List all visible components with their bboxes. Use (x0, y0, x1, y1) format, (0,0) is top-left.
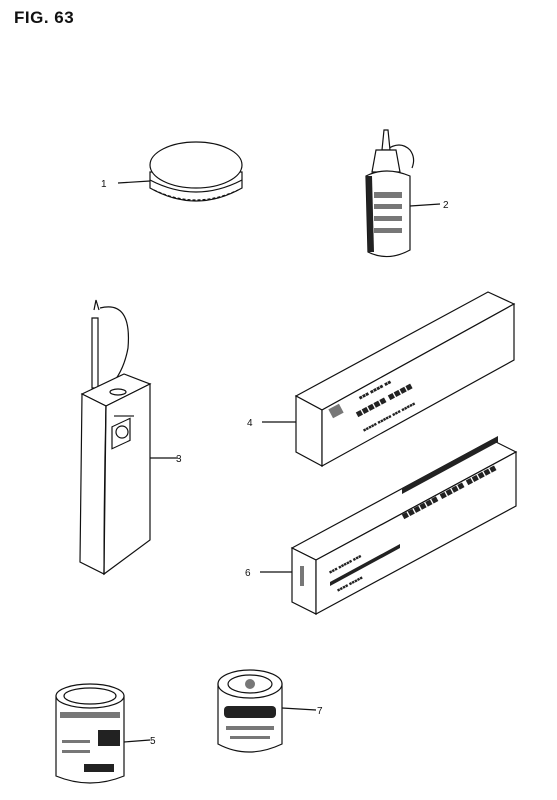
part-4-box[interactable]: ■■■ ■■■■ ■■ ■■■■■ ■■■■ ■■■■■ ■■■■■ ■■■ ■… (294, 291, 516, 468)
callout-5: 5 (150, 736, 156, 747)
leader-line-2 (409, 203, 441, 207)
leader-line-5 (123, 739, 151, 743)
callout-7: 7 (317, 706, 323, 717)
figure-title: FIG. 63 (14, 8, 75, 27)
callout-1: 1 (101, 179, 107, 190)
leader-line-1 (117, 180, 151, 184)
callout-3: 3 (176, 454, 182, 465)
part-2-oil-bottle[interactable] (365, 129, 415, 258)
callout-2: 2 (443, 200, 449, 211)
callout-6: 6 (245, 568, 251, 579)
part-3-oil-can[interactable] (79, 299, 152, 576)
leader-line-7 (281, 707, 317, 711)
part-7-small-can[interactable] (217, 669, 283, 753)
part-5-paint-can[interactable] (55, 683, 125, 784)
callout-4: 4 (247, 418, 253, 429)
part-1-tin-lid[interactable] (149, 141, 243, 202)
